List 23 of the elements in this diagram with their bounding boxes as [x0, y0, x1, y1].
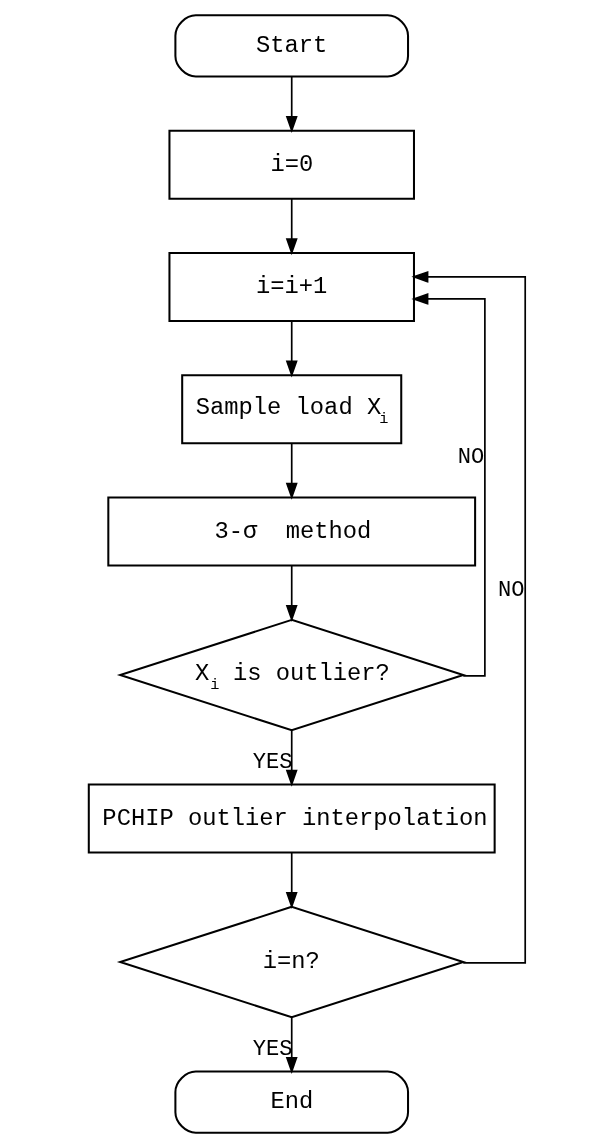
- arrow: [285, 75, 298, 134]
- node-box: Start: [173, 14, 409, 78]
- arrow: [285, 442, 298, 500]
- arrow: [285, 1016, 298, 1074]
- arrow: [410, 270, 526, 964]
- arrow: [285, 730, 298, 787]
- edge-label: NO: [497, 577, 525, 603]
- node-box: Sample load X$_{i}$: [180, 374, 402, 445]
- node-box: End: [173, 1070, 409, 1134]
- edge-label: YES: [252, 750, 292, 776]
- arrow: [285, 851, 298, 909]
- node-box: i=i+1: [167, 252, 415, 322]
- arrow: [410, 292, 486, 677]
- node-box: PCHIP outlier interpolation: [87, 783, 496, 854]
- node-box: 3-σ method: [106, 496, 476, 567]
- node-diamond: X$_{i}$ is outlier?: [116, 618, 467, 732]
- arrow: [285, 564, 298, 622]
- node-diamond: i=n?: [116, 905, 467, 1019]
- arrow: [285, 197, 298, 256]
- node-box: i=0: [167, 129, 415, 200]
- edge-label: NO: [457, 445, 484, 471]
- edge-label: YES: [252, 1037, 292, 1063]
- arrow: [285, 320, 298, 378]
